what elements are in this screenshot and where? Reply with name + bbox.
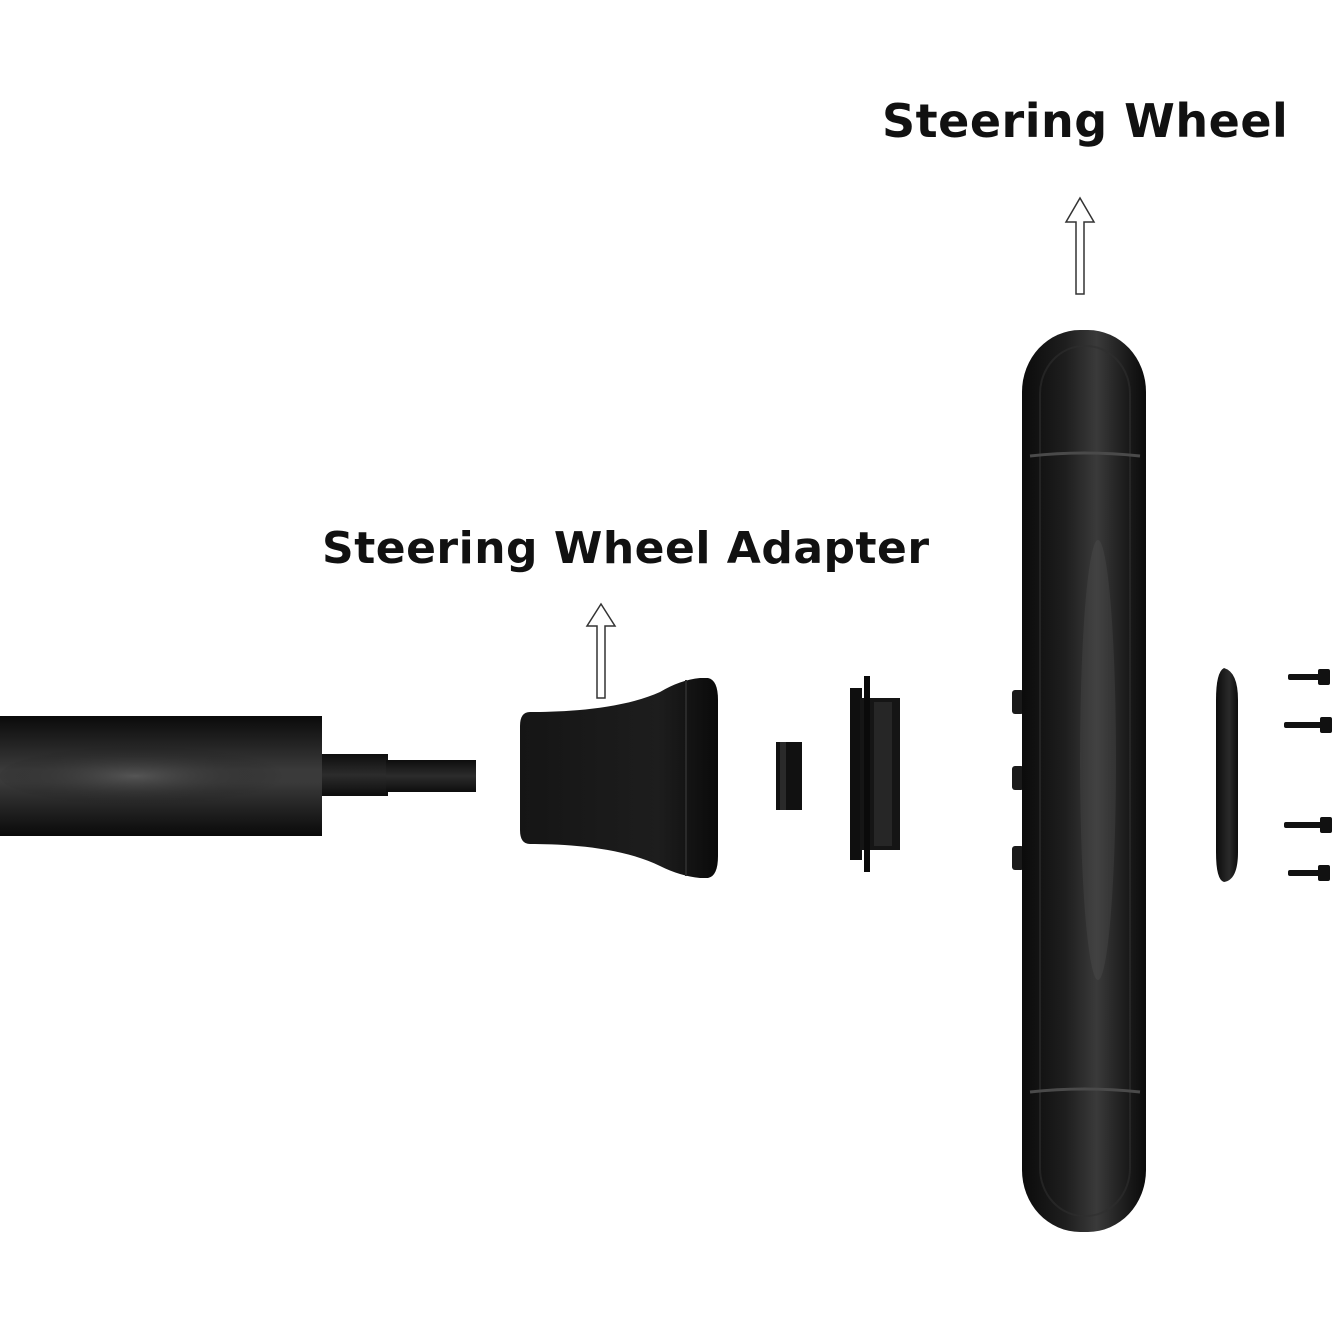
steering-column (0, 716, 322, 836)
horn-cap (1216, 668, 1238, 882)
steering-wheel-adapter-label: Steering Wheel Adapter (322, 523, 930, 574)
screw-2 (1284, 717, 1332, 733)
spacer-ring (776, 742, 802, 810)
steering-wheel-adapter (520, 678, 718, 878)
wheel-arrow-icon (1064, 196, 1096, 295)
screw-1 (1288, 669, 1330, 685)
steering-wheel (1012, 330, 1146, 1232)
mounting-screws (1284, 669, 1332, 881)
screw-3 (1284, 817, 1332, 833)
screw-4 (1288, 865, 1330, 881)
adapter-arrow-icon (585, 602, 617, 699)
mounting-flange (850, 676, 900, 872)
steering-shaft (322, 754, 476, 796)
steering-wheel-label: Steering Wheel (882, 94, 1289, 148)
